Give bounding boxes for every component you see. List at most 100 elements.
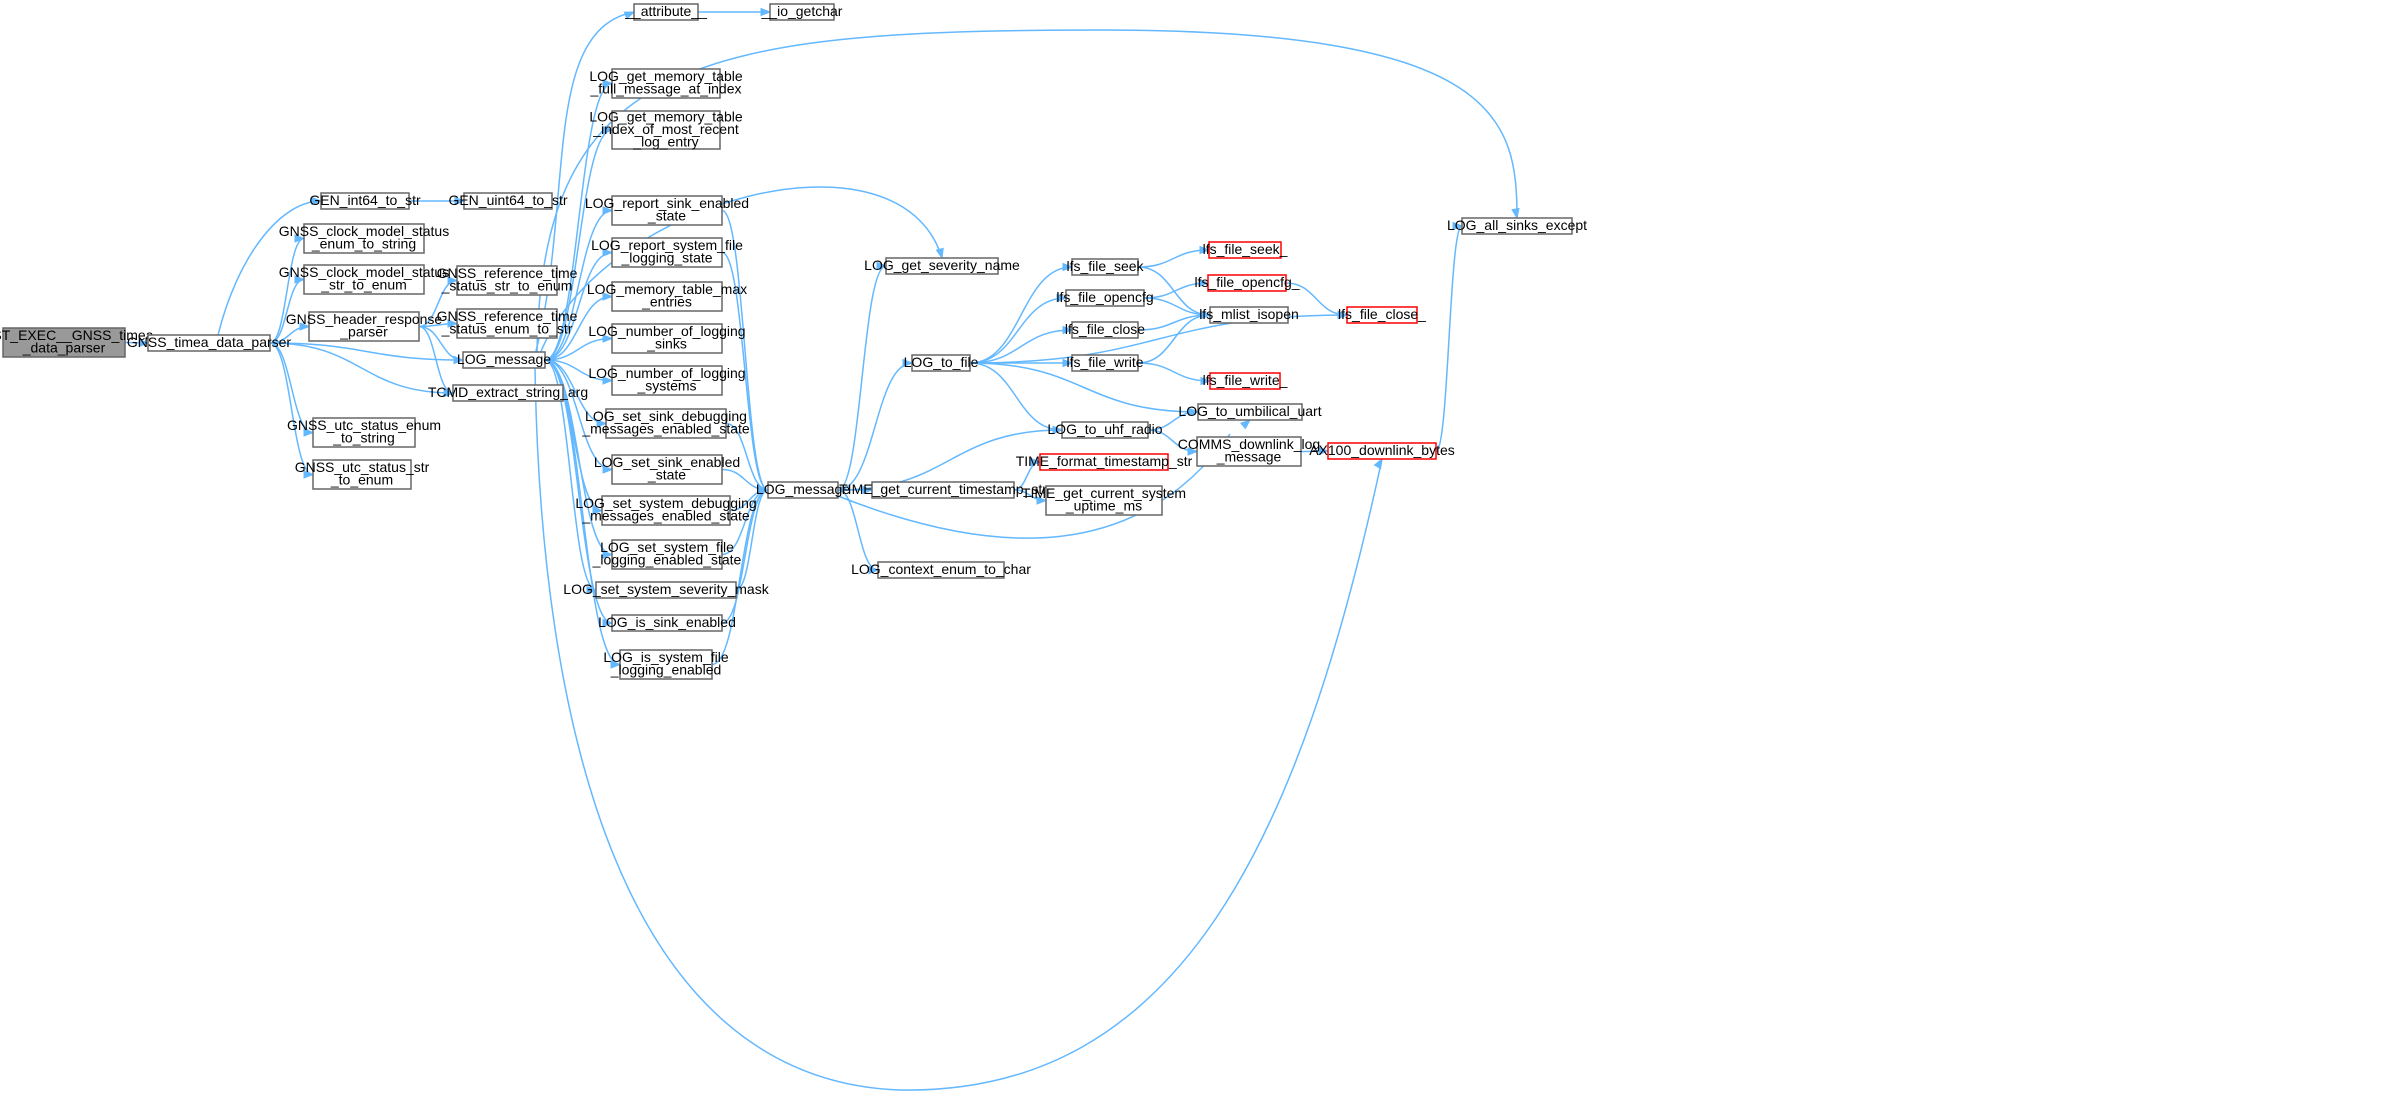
node-set-sys-dbg[interactable]: LOG_set_system_debugging_messages_enable… <box>575 495 757 526</box>
node-root[interactable]: TEST_EXEC__GNSS_timea_data_parser <box>0 327 154 358</box>
node-log-msg2[interactable]: LOG_message <box>756 481 850 499</box>
edge-arrowhead <box>1062 325 1074 335</box>
node-lfs-close-[interactable]: lfs_file_close_ <box>1338 306 1426 324</box>
node-num-sinks[interactable]: LOG_number_of_logging_sinks <box>588 323 746 354</box>
node-set-sys-file[interactable]: LOG_set_system_file_logging_enabled_stat… <box>592 539 742 570</box>
edge-arrowhead <box>1030 457 1042 467</box>
edge-arrowhead <box>602 206 614 215</box>
node-clk-s2e[interactable]: GNSS_clock_model_status_str_to_enum <box>279 264 449 295</box>
node-ref-s2e[interactable]: GNSS_reference_time_status_str_to_enum <box>437 265 578 296</box>
node-label: _data_parser <box>22 340 106 356</box>
node-sev-name[interactable]: LOG_get_severity_name <box>864 257 1020 275</box>
node-box <box>1039 453 1169 471</box>
edge-arrowhead <box>1062 358 1074 368</box>
node-label: _uptime_ms <box>1065 498 1142 514</box>
node-is-sink[interactable]: LOG_is_sink_enabled <box>598 614 736 632</box>
node-attribute[interactable]: __attribute__ <box>624 3 707 21</box>
node-mem-idx[interactable]: LOG_get_memory_table_index_of_most_recen… <box>589 108 743 150</box>
node-comms-dl[interactable]: COMMS_downlink_log_message <box>1178 436 1320 467</box>
node-box <box>885 257 999 275</box>
node-lfs-opencfg[interactable]: lfs_file_opencfg <box>1056 289 1154 307</box>
node-gnss-timea[interactable]: GNSS_timea_data_parser <box>127 334 292 352</box>
node-box <box>456 265 558 296</box>
node-box <box>601 495 731 526</box>
edge-arrowhead <box>1198 278 1210 288</box>
node-rep-sink[interactable]: LOG_report_sink_enabled_state <box>585 195 749 226</box>
node-lfs-seek-[interactable]: lfs_file_seek_ <box>1203 241 1288 259</box>
edge-log-msg1-to-rep-sink <box>544 209 613 361</box>
node-to-umb[interactable]: LOG_to_umbilical_uart <box>1178 403 1322 421</box>
node-utc-s2e[interactable]: GNSS_utc_status_str_to_enum <box>295 459 430 490</box>
node-label: LOG_set_sink_enabled <box>594 454 740 470</box>
node-box <box>303 223 425 254</box>
edge-lfs-write-to-lfs-write- <box>1137 362 1211 382</box>
edge-log-msg1-to-mem-full <box>544 82 613 361</box>
node-gen-int64[interactable]: GEN_int64_to_str <box>309 192 421 210</box>
node-box <box>1209 372 1281 390</box>
node-utc-e2s[interactable]: GNSS_utc_status_enum_to_string <box>287 417 441 448</box>
node-io-getchar[interactable]: __io_getchar <box>761 3 843 21</box>
edge-to-file-to-lfs-opencfg <box>969 297 1067 364</box>
node-label: lfs_file_opencfg_ <box>1194 274 1299 290</box>
node-label: LOG_message <box>756 481 850 497</box>
node-to-uhf[interactable]: LOG_to_uhf_radio <box>1047 421 1163 439</box>
node-set-sev[interactable]: LOG_set_system_severity_mask <box>563 581 770 599</box>
edge-log-msg1-to-sev-name <box>539 186 943 355</box>
node-gen-uint64[interactable]: GEN_uint64_to_str <box>448 192 568 210</box>
node-lfs-seek[interactable]: lfs_file_seek <box>1066 258 1145 276</box>
node-lfs-close[interactable]: lfs_file_close <box>1065 321 1145 339</box>
node-tcmd[interactable]: TCMD_extract_string_arg <box>428 384 588 402</box>
node-lfs-write-[interactable]: lfs_file_write_ <box>1203 372 1288 390</box>
node-box <box>611 365 723 396</box>
node-box <box>312 459 412 490</box>
node-mem-max[interactable]: LOG_memory_table_max_entries <box>587 281 747 312</box>
node-label: _log_entry <box>632 133 698 149</box>
node-label: AX100_downlink_bytes <box>1309 442 1455 458</box>
node-box <box>1061 421 1149 439</box>
edge-arrowhead <box>454 196 466 206</box>
call-edges <box>124 7 1520 1091</box>
edge-arrowhead <box>447 276 459 285</box>
node-to-file[interactable]: LOG_to_file <box>904 354 979 372</box>
node-log-msg1[interactable]: LOG_message <box>457 351 551 369</box>
node-lfs-write[interactable]: lfs_file_write <box>1066 354 1144 372</box>
node-clk-e2s[interactable]: GNSS_clock_model_status_enum_to_string <box>279 223 449 254</box>
node-rep-sys[interactable]: LOG_report_system_file_logging_state <box>591 237 743 268</box>
node-time-uptime[interactable]: TIME_get_current_system_uptime_ms <box>1022 485 1186 516</box>
node-is-sys-file[interactable]: LOG_is_system_file_logging_enabled <box>603 649 729 680</box>
node-ref-e2s[interactable]: GNSS_reference_time_status_enum_to_str <box>437 308 578 339</box>
node-hdr-parser[interactable]: GNSS_header_response_parser <box>286 311 443 342</box>
function-nodes: TEST_EXEC__GNSS_timea_data_parserGNSS_ti… <box>0 3 1587 680</box>
node-box <box>595 581 737 599</box>
edge-rep-sink-to-log-msg2 <box>721 209 769 491</box>
node-box <box>1208 241 1282 259</box>
edge-log-msg1-to-rep-sys <box>544 251 613 361</box>
edge-log-msg1-to-is-sys-file <box>544 359 621 666</box>
node-lfs-mlist[interactable]: lfs_mlist_isopen <box>1199 306 1299 324</box>
node-box <box>1071 354 1139 372</box>
edge-log-msg1-to-mem-idx <box>544 129 613 361</box>
edge-arrowhead <box>1318 446 1330 456</box>
node-box <box>611 110 721 150</box>
node-label: LOG_set_system_file <box>600 539 734 555</box>
node-mem-full[interactable]: LOG_get_memory_table_full_message_at_ind… <box>589 68 743 99</box>
node-lfs-opencfg-[interactable]: lfs_file_opencfg_ <box>1194 274 1300 292</box>
node-ax100[interactable]: AX100_downlink_bytes <box>1309 442 1455 460</box>
node-label: LOG_report_sink_enabled <box>585 195 749 211</box>
edge-arrowhead <box>294 275 306 284</box>
node-num-sys[interactable]: LOG_number_of_logging_systems <box>588 365 746 396</box>
node-label: GNSS_clock_model_status <box>279 223 449 239</box>
node-time-fmt[interactable]: TIME_format_timestamp_str <box>1016 453 1193 471</box>
node-all-sinks[interactable]: LOG_all_sinks_except <box>1447 217 1587 235</box>
node-label: _messages_enabled_state <box>581 421 750 437</box>
node-label: _str_to_enum <box>320 277 407 293</box>
edge-lfs-write-to-lfs-mlist <box>1137 314 1211 364</box>
node-set-sink-en[interactable]: LOG_set_sink_enabled_state <box>594 454 740 485</box>
node-box <box>769 3 835 21</box>
node-set-sink-dbg[interactable]: LOG_set_sink_debugging_messages_enabled_… <box>581 408 750 439</box>
node-ctx-enum[interactable]: LOG_context_enum_to_char <box>851 561 1031 579</box>
edge-arrowhead <box>596 419 608 428</box>
node-label: _state <box>647 467 686 483</box>
node-label: _to_string <box>332 430 394 446</box>
node-time-ts[interactable]: TIME_get_current_timestamp_str <box>839 481 1047 499</box>
